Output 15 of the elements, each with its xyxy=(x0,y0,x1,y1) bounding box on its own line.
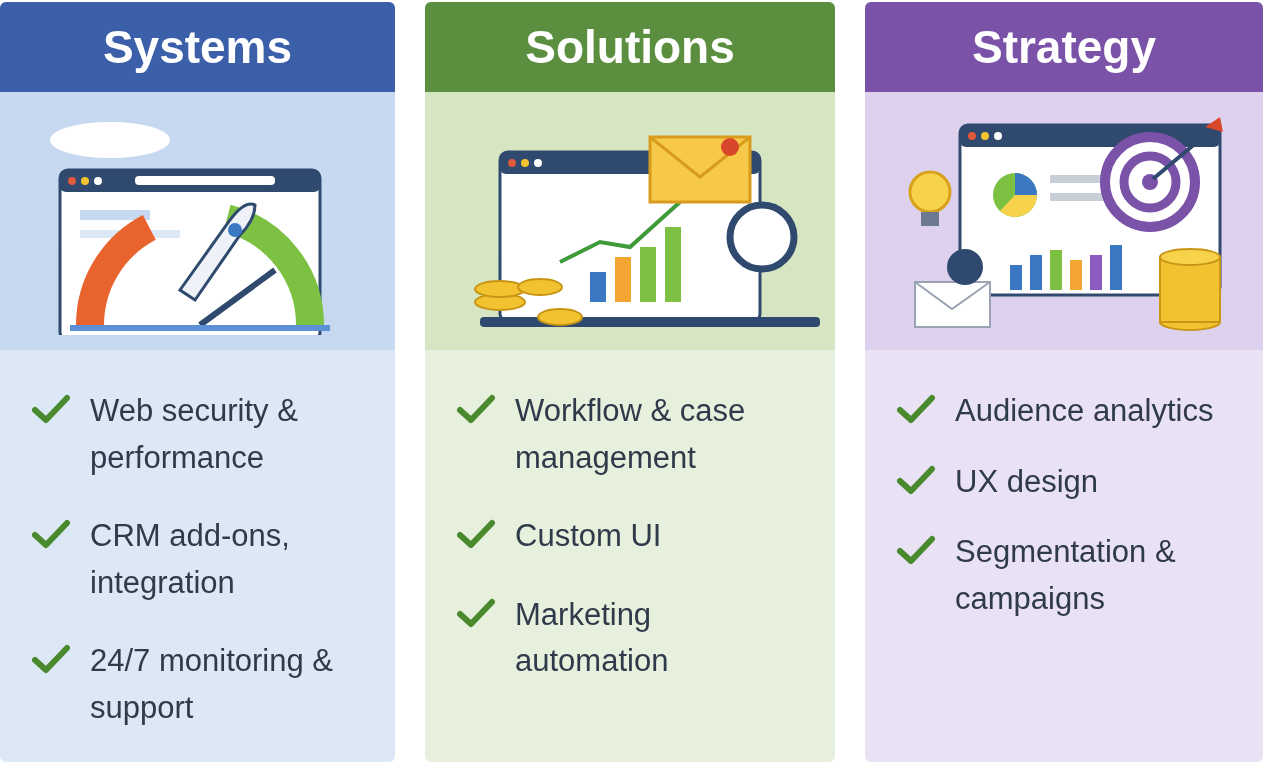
column-title: Strategy xyxy=(971,19,1157,75)
feature-text: UX design xyxy=(955,462,1099,501)
feature-text: CRM add-ons, integration xyxy=(90,517,291,602)
feature-text: Workflow & case management xyxy=(515,392,747,477)
column-title: Solutions xyxy=(525,19,735,75)
feature-text: Custom UI xyxy=(515,517,662,555)
feature-text: Marketing automation xyxy=(515,595,670,680)
column-panel xyxy=(425,2,835,762)
feature-text: Segmentation & campaigns xyxy=(955,533,1177,618)
feature-text: Web security & performance xyxy=(90,392,299,477)
feature-text: 24/7 monitoring & support xyxy=(90,642,334,727)
feature-text: Audience analytics xyxy=(955,392,1214,430)
column-panel xyxy=(0,2,395,762)
column-title: Systems xyxy=(102,19,293,75)
column-panel xyxy=(865,2,1263,762)
